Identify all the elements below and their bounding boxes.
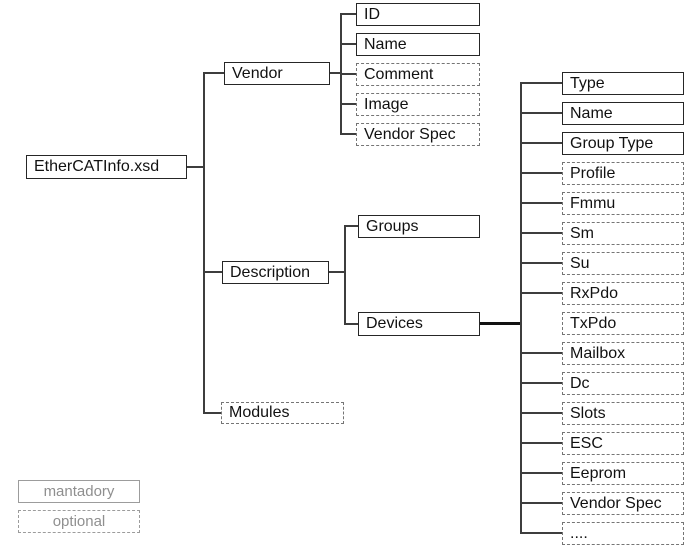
connector-line: [520, 502, 562, 504]
node-vendor: Vendor: [224, 62, 330, 85]
node-id: ID: [356, 3, 480, 26]
node-device-vendor-spec: Vendor Spec: [562, 492, 684, 515]
node-txpdo: TxPdo: [562, 312, 684, 335]
node-mailbox: Mailbox: [562, 342, 684, 365]
legend-optional: optional: [18, 510, 140, 533]
connector-line: [480, 322, 522, 325]
connector-line: [520, 352, 562, 354]
connector-line: [520, 112, 562, 114]
connector-line: [344, 323, 358, 325]
connector-line: [340, 13, 356, 15]
node-rxpdo: RxPdo: [562, 282, 684, 305]
connector-line: [203, 271, 222, 273]
connector-line: [340, 133, 356, 135]
connector-line: [340, 73, 356, 75]
node-description: Description: [222, 261, 329, 284]
node-vendor-spec: Vendor Spec: [356, 123, 480, 146]
connector-line: [520, 472, 562, 474]
node-su: Su: [562, 252, 684, 275]
connector-line: [203, 412, 221, 414]
connector-line: [520, 292, 562, 294]
connector-line: [520, 202, 562, 204]
node-ethercatinfo-xsd: EtherCATInfo.xsd: [26, 155, 187, 179]
connector-line: [344, 225, 346, 325]
connector-line: [340, 103, 356, 105]
node-groups: Groups: [358, 215, 480, 238]
node-device-name: Name: [562, 102, 684, 125]
node-fmmu: Fmmu: [562, 192, 684, 215]
connector-line: [330, 72, 342, 74]
connector-line: [520, 232, 562, 234]
node-devices: Devices: [358, 312, 480, 336]
node-image: Image: [356, 93, 480, 116]
connector-line: [520, 532, 562, 534]
node-dc: Dc: [562, 372, 684, 395]
connector-line: [203, 72, 205, 414]
node-esc: ESC: [562, 432, 684, 455]
connector-line: [187, 166, 203, 168]
connector-line: [520, 82, 522, 534]
node-group-type: Group Type: [562, 132, 684, 155]
connector-line: [520, 82, 562, 84]
connector-line: [520, 172, 562, 174]
node-slots: Slots: [562, 402, 684, 425]
node-type: Type: [562, 72, 684, 95]
connector-line: [520, 142, 562, 144]
node-profile: Profile: [562, 162, 684, 185]
connector-line: [340, 43, 356, 45]
connector-line: [520, 412, 562, 414]
connector-line: [520, 262, 562, 264]
connector-line: [520, 382, 562, 384]
node-comment: Comment: [356, 63, 480, 86]
connector-line: [344, 225, 358, 227]
connector-line: [520, 442, 562, 444]
legend-mandatory: mantadory: [18, 480, 140, 503]
node-modules: Modules: [221, 402, 344, 424]
connector-line: [329, 271, 346, 273]
node-name: Name: [356, 33, 480, 56]
node-sm: Sm: [562, 222, 684, 245]
node-eeprom: Eeprom: [562, 462, 684, 485]
connector-line: [203, 72, 224, 74]
node-ellipsis: ....: [562, 522, 684, 545]
